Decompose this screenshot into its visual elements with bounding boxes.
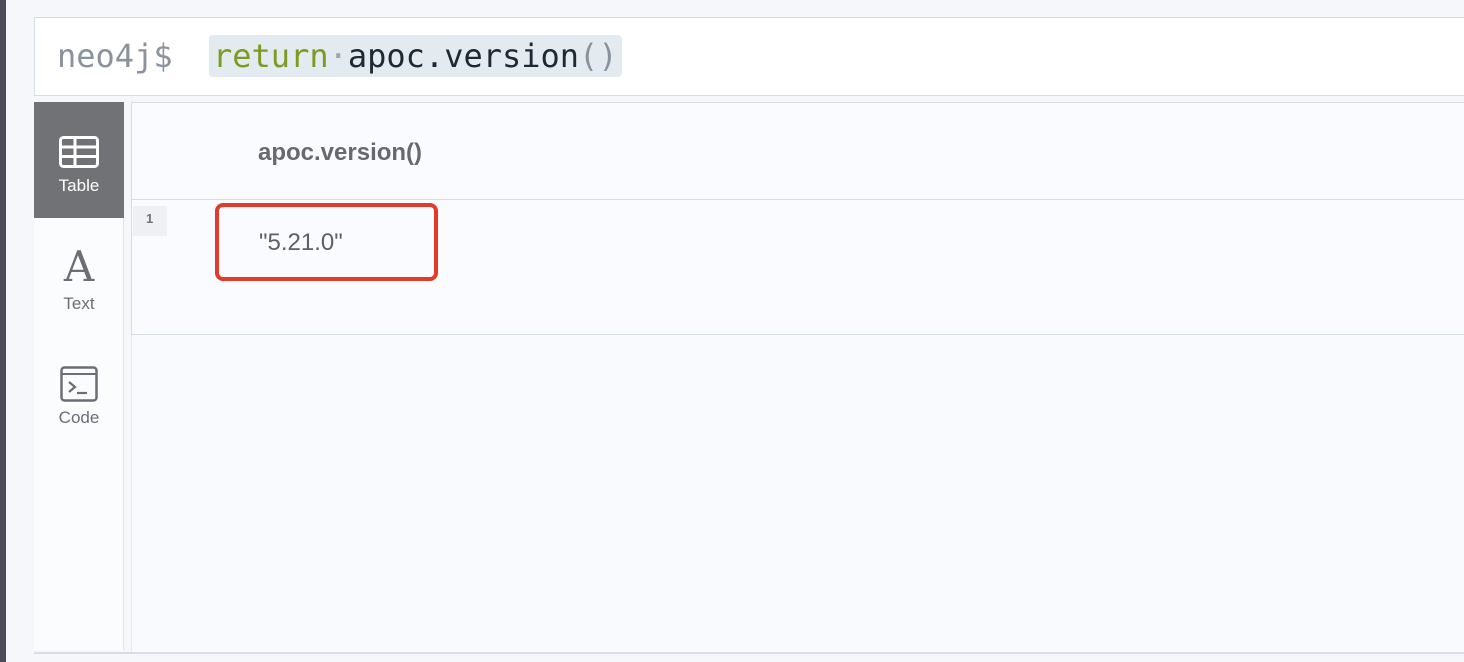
- tab-text-label: Text: [63, 294, 95, 313]
- tab-table[interactable]: Table: [34, 102, 124, 218]
- result-empty-area: [131, 335, 1464, 653]
- text-icon: A: [63, 242, 95, 291]
- window-edge: [0, 0, 6, 662]
- query-parens: (): [579, 37, 618, 75]
- tab-code-label: Code: [58, 408, 100, 427]
- table-cell[interactable]: "5.21.0": [259, 229, 343, 256]
- tab-table-label: Table: [58, 176, 100, 195]
- header-divider: [132, 199, 1464, 200]
- tab-text[interactable]: A Text: [34, 218, 124, 334]
- table-icon: [59, 134, 99, 170]
- highlight-box: [215, 203, 438, 281]
- query-keyword: return: [213, 37, 329, 75]
- space-marker: ·: [328, 37, 348, 75]
- view-sidebar: Table A Text Code: [34, 102, 124, 650]
- code-icon: [60, 366, 98, 402]
- result-frame: neo4j$ return·apoc.version() Table A Tex…: [6, 0, 1464, 662]
- query-function: apoc.version: [347, 37, 580, 75]
- tab-code[interactable]: Code: [34, 334, 124, 450]
- query-editor[interactable]: neo4j$ return·apoc.version(): [34, 17, 1464, 96]
- editor-prompt: neo4j$: [57, 37, 173, 75]
- result-table: apoc.version() 1 "5.21.0": [131, 102, 1464, 335]
- row-number: 1: [133, 206, 167, 236]
- frame-top-strip: [6, 0, 1464, 16]
- column-header: apoc.version(): [258, 139, 423, 166]
- query-text[interactable]: return·apoc.version(): [209, 35, 622, 77]
- bottom-border: [34, 652, 1464, 654]
